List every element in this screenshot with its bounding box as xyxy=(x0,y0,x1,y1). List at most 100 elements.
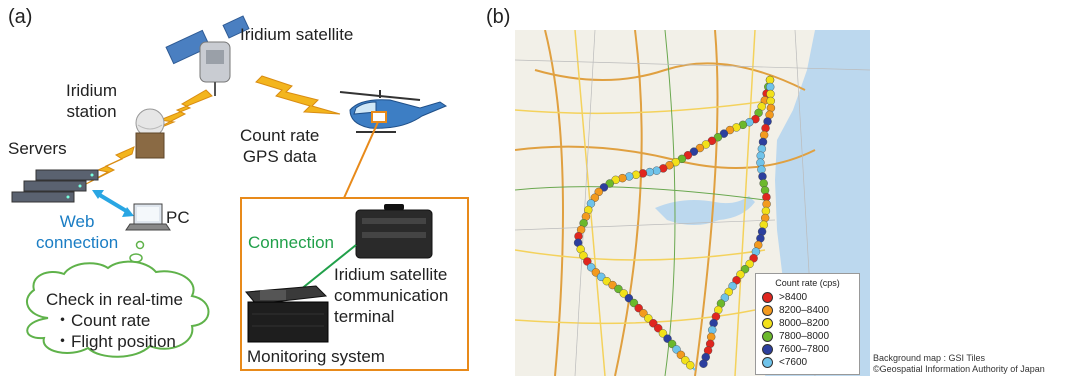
track-point xyxy=(709,318,718,328)
track-point xyxy=(590,193,600,202)
monitoring-device-icon xyxy=(245,285,329,343)
track-point xyxy=(720,293,730,302)
count-label-line-1: Count rate xyxy=(240,126,320,145)
track-point xyxy=(761,123,770,133)
terminal-label-line-3: terminal xyxy=(334,307,395,326)
legend-label: <7600 xyxy=(779,357,808,368)
station-icon xyxy=(135,108,165,159)
track-point xyxy=(736,270,745,279)
legend-item: 7600–7800 xyxy=(762,343,853,356)
track-point xyxy=(761,213,770,223)
legend-label: >8400 xyxy=(779,292,808,303)
cloud-shape xyxy=(26,260,210,358)
track-point xyxy=(765,75,775,85)
track-point xyxy=(757,144,767,154)
terminal-case-icon xyxy=(355,204,433,259)
track-point xyxy=(707,332,716,342)
track-point xyxy=(758,137,768,147)
legend-swatch xyxy=(762,357,773,368)
flight-track-points xyxy=(573,75,776,370)
legend-label: 8200–8400 xyxy=(779,305,830,316)
legend-swatch xyxy=(762,305,773,316)
track-point xyxy=(732,276,741,285)
legend-title: Count rate (cps) xyxy=(775,278,840,288)
servers-label: Servers xyxy=(8,139,67,158)
legend-item: 8200–8400 xyxy=(762,304,853,317)
lightning-satellite-helicopter xyxy=(255,75,341,115)
cloud-item-count-rate: ・Count rate xyxy=(54,311,151,330)
legend-swatch xyxy=(762,292,773,303)
station-label-line-1: Iridium xyxy=(66,81,118,100)
terminal-label-line-1: Iridium satellite xyxy=(334,265,448,284)
monitoring-label: Monitoring system xyxy=(247,347,385,366)
track-point xyxy=(605,179,614,188)
track-point xyxy=(761,206,771,216)
map-credit-line-1: Background map : GSI Tiles xyxy=(873,353,986,363)
track-point xyxy=(757,165,766,174)
station-label: Iridium station xyxy=(66,80,117,122)
map-legend: Count rate (cps) >8400 8200–8400 8000–8200… xyxy=(755,273,860,375)
track-point xyxy=(645,167,654,177)
detector-box xyxy=(371,111,387,123)
servers-icon xyxy=(11,169,99,203)
track-point xyxy=(602,276,611,286)
web-connection-label: Web connection xyxy=(36,211,118,253)
track-point xyxy=(766,103,776,113)
web-label-line-1: Web xyxy=(59,212,95,231)
track-point xyxy=(759,130,769,140)
cloud-item-flight-position: ・Flight position xyxy=(54,332,176,351)
track-point xyxy=(766,82,775,92)
legend-rows: >8400 8200–8400 8000–8200 7800–8000 7600–780… xyxy=(762,291,853,369)
cloud-title: Check in real-time xyxy=(46,290,183,309)
legend-label: 8000–8200 xyxy=(779,318,830,329)
connection-label: Connection xyxy=(248,233,335,252)
pc-label: PC xyxy=(166,208,190,227)
track-point xyxy=(608,280,617,290)
legend-label: 7600–7800 xyxy=(779,344,830,355)
track-point xyxy=(583,257,592,266)
boundaries xyxy=(515,30,870,376)
track-point xyxy=(652,166,661,175)
track-point xyxy=(758,172,767,181)
track-point xyxy=(766,89,775,99)
connection-line xyxy=(299,244,357,291)
legend-label: 7800–8000 xyxy=(779,331,830,342)
lake-area xyxy=(655,196,755,225)
track-point xyxy=(708,325,717,335)
track-point xyxy=(672,345,681,354)
panel-a-illustration xyxy=(11,15,469,371)
helicopter-connector-line xyxy=(343,121,379,199)
legend-swatch xyxy=(762,318,773,329)
panel-b-label: (b) xyxy=(486,6,511,28)
helicopter-icon xyxy=(339,90,448,133)
track-point xyxy=(594,187,603,197)
track-point xyxy=(766,96,775,106)
panel-a-label: (a) xyxy=(8,6,33,28)
track-point xyxy=(756,158,765,167)
laptop-icon xyxy=(125,203,171,231)
legend-item: 7800–8000 xyxy=(762,330,853,343)
map-credit-line-2: ©Geospatial Information Authority of Jap… xyxy=(873,364,1045,374)
count-label-line-2: GPS data xyxy=(242,147,317,166)
legend-item: 8000–8200 xyxy=(762,317,853,330)
track-point xyxy=(728,281,737,291)
count-rate-gps-label: Count rate GPS data xyxy=(240,125,319,167)
station-label-line-2: station xyxy=(66,102,117,121)
web-connection-arrow-icon xyxy=(92,190,134,217)
legend-swatch xyxy=(762,344,773,355)
satellite-label: Iridium satellite xyxy=(240,25,354,44)
legend-item: >8400 xyxy=(762,291,853,304)
track-point xyxy=(579,251,588,260)
legend-item: <7600 xyxy=(762,356,853,369)
map-credit: Background map : GSI Tiles ©Geospatial I… xyxy=(873,353,1045,375)
track-point xyxy=(760,186,770,195)
terminal-label: Iridium satellite communication terminal xyxy=(334,264,448,327)
track-point xyxy=(762,199,771,209)
track-point xyxy=(699,359,708,368)
track-point xyxy=(724,287,733,297)
terminal-label-line-2: communication xyxy=(334,286,449,305)
monitoring-frame xyxy=(240,197,469,371)
legend-swatch xyxy=(762,331,773,342)
track-point xyxy=(638,169,648,178)
cloud-text: Check in real-time ・Count rate ・Flight p… xyxy=(46,289,183,352)
